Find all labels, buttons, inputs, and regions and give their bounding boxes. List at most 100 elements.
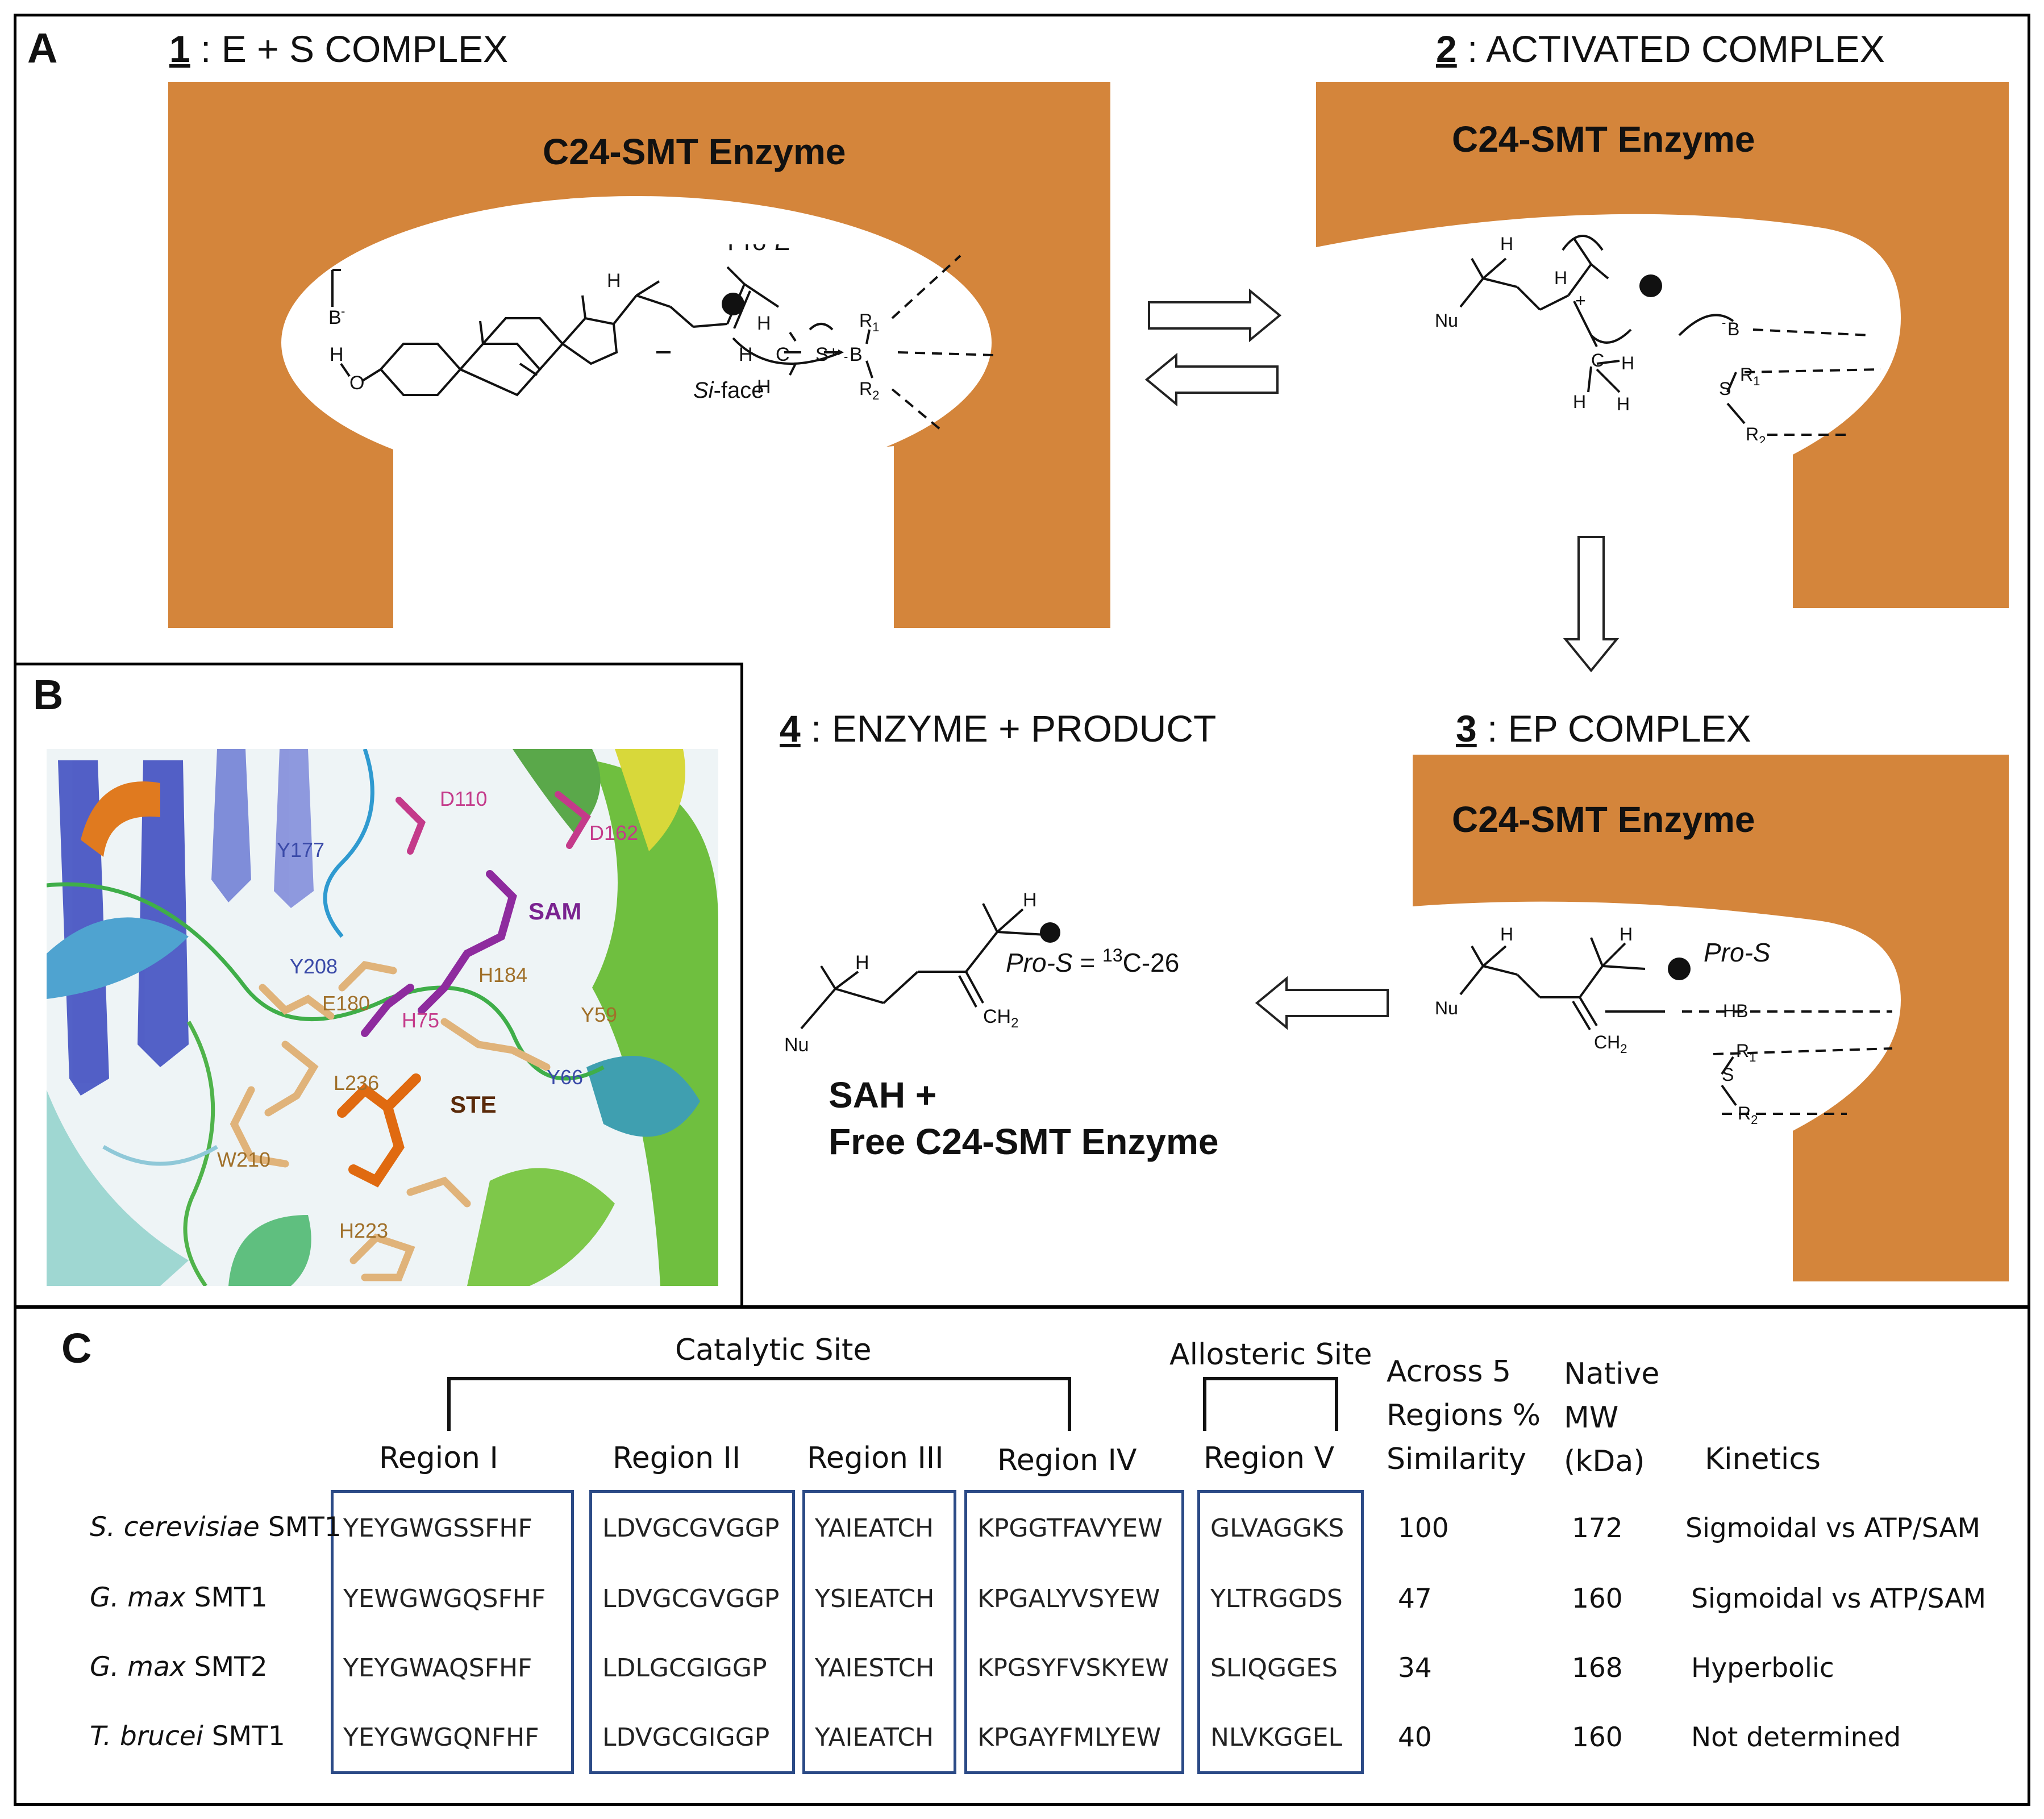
region-3-box (802, 1490, 956, 1774)
active-site-pocket-step1 (281, 196, 992, 489)
step2-number: 2 (1436, 28, 1457, 70)
sulfonium-s: S (815, 344, 829, 365)
region-4-seq: KPGALYVSYEW (977, 1584, 1160, 1613)
similarity-cell: 40 (1398, 1722, 1432, 1753)
product-structure-step4: Nu H H CH2 Pro-S = 13C-26 (784, 889, 1179, 1056)
mw-header: Native MW (kDa) (1564, 1352, 1659, 1484)
base-label: B (328, 307, 342, 328)
step4-number: 4 (780, 707, 801, 750)
nu-label-step4: Nu (784, 1034, 809, 1056)
species-cell: T. brucei SMT1 (90, 1721, 285, 1752)
substrate-structure-step1: B - H O H Pro-E Si-face H H H C S + R1 R… (328, 244, 995, 432)
protein-structure-image: D110 D162 Y177 SAM Y208 H184 E180 H75 Y5… (47, 749, 718, 1286)
region-2-box (589, 1490, 795, 1774)
panel-frame-b (14, 663, 743, 1308)
sam-r2: R2 (859, 378, 879, 402)
product-caption-line2: Free C24-SMT Enzyme (829, 1121, 1219, 1162)
panel-frame-c (14, 1306, 2030, 1806)
enzyme-title-step3: C24-SMT Enzyme (1452, 799, 1755, 840)
h1-step3: H (1500, 924, 1513, 944)
region-4-seq: KPGSYFVSKYEW (977, 1654, 1169, 1681)
down-arrow-2-3 (1563, 536, 1620, 673)
methyl-c-step2: C (1591, 350, 1604, 371)
h1-step4: H (855, 952, 869, 973)
kinetics-cell: Not determined (1691, 1722, 1901, 1753)
region-1-box (331, 1490, 574, 1774)
ch2-step3: CH2 (1594, 1032, 1627, 1056)
similarity-cell: 47 (1398, 1583, 1432, 1614)
residue-e180: E180 (322, 992, 370, 1015)
base2-label: B (850, 344, 863, 365)
kinetics-cell: Hyperbolic (1691, 1652, 1834, 1684)
region-3-seq: YAIEATCH (815, 1514, 934, 1543)
product-caption: SAH + Free C24-SMT Enzyme (829, 1072, 1218, 1165)
species-suffix: SMT1 (203, 1721, 285, 1752)
catalytic-site-label: Catalytic Site (675, 1333, 872, 1367)
product-caption-line1: SAH + (829, 1075, 937, 1115)
base-label-step2: B (1727, 319, 1739, 339)
h-right: H (1621, 353, 1634, 373)
region-5-seq: NLVKGGEL (1210, 1723, 1343, 1752)
carbocation-plus: + (1575, 290, 1586, 311)
forward-arrow-1-2 (1148, 288, 1282, 343)
h-bottom-2: H (1617, 394, 1630, 414)
residue-y208: Y208 (290, 955, 338, 978)
similarity-header: Across 5 Regions % Similarity (1387, 1350, 1541, 1481)
sam-r1: R1 (859, 310, 879, 334)
region-4-seq: KPGAYFMLYEW (977, 1723, 1162, 1752)
base2-charge: - (844, 349, 848, 364)
sah-s-step2: S (1719, 378, 1731, 399)
methyl-h1: H (757, 313, 771, 334)
base-charge-step2: - (1722, 315, 1726, 330)
region-2-seq: LDVGCGVGGP (602, 1584, 780, 1613)
step4-title: 4 : ENZYME + PRODUCT (780, 707, 1216, 750)
allosteric-site-label: Allosteric Site (1169, 1338, 1372, 1372)
kinetics-cell: Sigmoidal vs ATP/SAM (1691, 1583, 1986, 1614)
region-3-header: Region III (807, 1441, 944, 1475)
residue-d110: D110 (440, 787, 487, 810)
intermediate-structure-step2: Nu H H + C H H H - B S R1 R2 (1435, 234, 1881, 443)
pro-s-label-step3: Pro-S (1704, 938, 1771, 967)
region-5-box (1197, 1490, 1364, 1774)
sah-r2-step3: R2 (1738, 1103, 1758, 1127)
step3-number: 3 (1456, 707, 1477, 750)
residue-l236: L236 (334, 1071, 379, 1094)
sah-r1-step3: R1 (1736, 1040, 1756, 1064)
region-5-seq: GLVAGGKS (1210, 1514, 1344, 1543)
region-3-seq: YAIESTCH (815, 1654, 935, 1683)
region-1-seq: YEWGWGQSFHF (343, 1584, 546, 1613)
nu-label-step3: Nu (1435, 998, 1458, 1018)
step1-label: : E + S COMPLEX (190, 28, 509, 70)
region-1-seq: YEYGWGSSFHF (343, 1514, 532, 1543)
nu-label: Nu (1435, 310, 1458, 331)
h-bottom-1: H (1573, 392, 1586, 412)
region-1-seq: YEYGWGQNFHF (343, 1723, 539, 1752)
methyl-h3: H (757, 376, 771, 398)
sah-s-step3: S (1722, 1064, 1734, 1085)
enzyme-title-step2: C24-SMT Enzyme (1452, 119, 1755, 160)
species-cell: G. max SMT2 (90, 1651, 268, 1683)
step1-title: 1 : E + S COMPLEX (169, 27, 508, 70)
region-1-seq: YEYGWAQSFHF (343, 1654, 532, 1683)
h-c24-label: H (1554, 268, 1567, 288)
step2-label: : ACTIVATED COMPLEX (1456, 28, 1885, 70)
mw-header-line2: MW (1564, 1401, 1619, 1435)
methyl-label-dot-step4 (1040, 922, 1060, 943)
panel-label-b: B (33, 671, 64, 718)
panel-label-a: A (27, 24, 58, 72)
h17-label: H (607, 270, 621, 292)
residue-d162: D162 (589, 821, 638, 844)
enzyme-body-step2 (1316, 82, 2009, 608)
enzyme-title-step1: C24-SMT Enzyme (543, 131, 846, 172)
residue-h223: H223 (339, 1219, 388, 1242)
residue-y59: Y59 (581, 1003, 617, 1026)
enzyme-body-step3 (1413, 755, 2009, 1281)
step2-title: 2 : ACTIVATED COMPLEX (1436, 27, 1885, 70)
left-arrow-3-4 (1255, 976, 1389, 1030)
species-suffix: SMT1 (185, 1582, 268, 1613)
residue-y177: Y177 (277, 838, 324, 861)
similarity-header-line2: Regions % (1387, 1398, 1541, 1433)
